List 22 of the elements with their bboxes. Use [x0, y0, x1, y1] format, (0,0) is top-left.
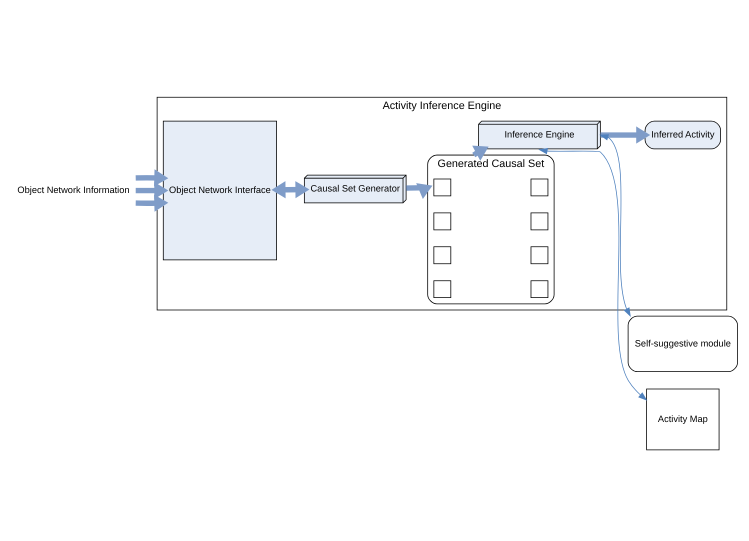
- node-box: [433, 246, 452, 264]
- node-box: Inferred Activity: [644, 120, 721, 150]
- node-box: Self-suggestive module: [628, 316, 738, 372]
- node-box: Activity Map: [646, 388, 720, 450]
- node-box: [530, 246, 548, 264]
- node-box: [530, 280, 548, 298]
- arrow: [136, 169, 168, 186]
- arrow: [538, 148, 648, 401]
- node-box: [433, 280, 452, 298]
- arrow: [406, 183, 432, 199]
- node-box: [530, 178, 548, 196]
- node-box: [433, 178, 452, 196]
- cluster: Generated Causal Set: [427, 154, 554, 304]
- arrow: [599, 134, 631, 317]
- node-box: [530, 212, 548, 230]
- arrow: [271, 181, 310, 198]
- arrow: [136, 194, 168, 212]
- arrow: [136, 182, 168, 200]
- arrow: [600, 126, 650, 144]
- node-text: Object Network Information: [17, 184, 130, 195]
- node-box: Object Network Interface: [162, 120, 277, 260]
- node-box: [433, 212, 452, 230]
